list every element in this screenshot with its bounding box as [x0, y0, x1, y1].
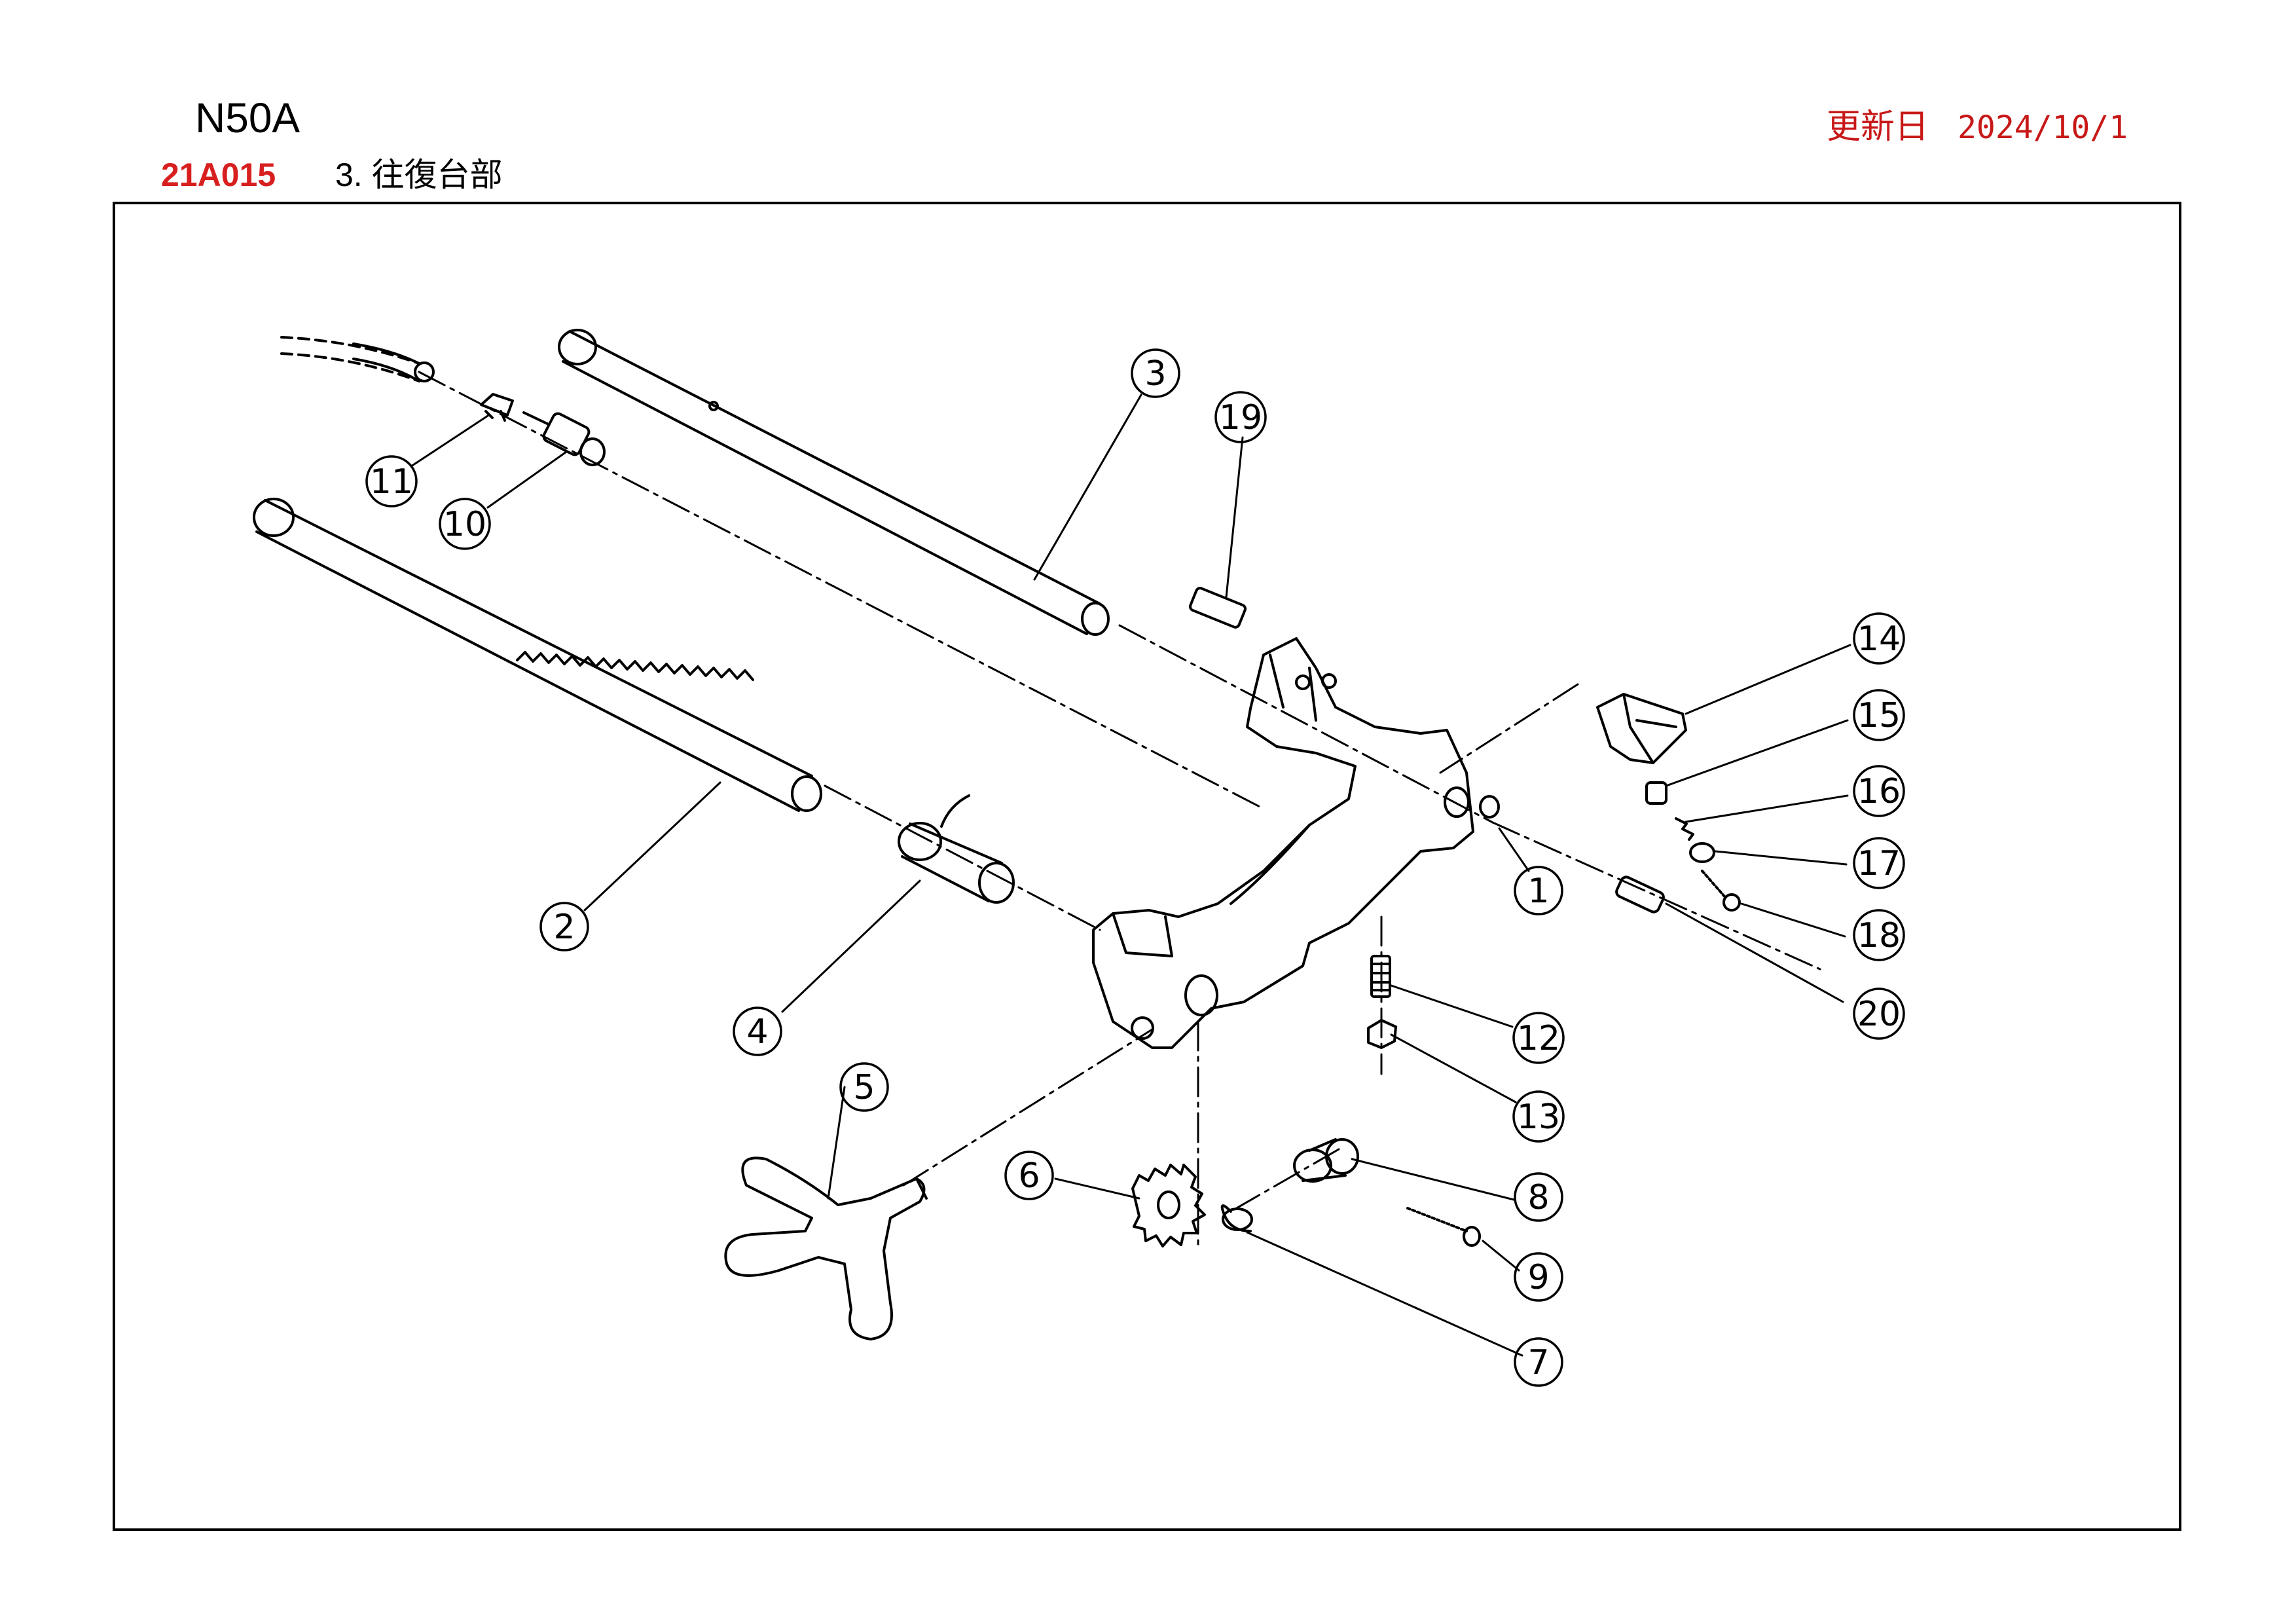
carriage — [1092, 637, 1500, 1049]
callout-3: 3 — [1131, 348, 1180, 398]
svg-text:14: 14 — [1857, 619, 1901, 659]
clamp-plate — [1596, 693, 1687, 764]
callouts: 1 2 3 4 5 6 7 8 9 10 11 12 13 14 15 16 1… — [365, 348, 1905, 1387]
stud-screw — [1188, 587, 1247, 629]
svg-text:5: 5 — [853, 1068, 875, 1107]
guide-rod — [558, 329, 1110, 636]
svg-text:16: 16 — [1857, 772, 1901, 811]
callout-2: 2 — [539, 902, 589, 951]
svg-text:15: 15 — [1857, 696, 1901, 735]
callout-12: 12 — [1512, 1012, 1565, 1064]
svg-text:19: 19 — [1219, 398, 1262, 437]
callout-6: 6 — [1004, 1151, 1054, 1200]
collar — [1293, 1138, 1359, 1183]
pin — [1615, 876, 1665, 913]
callout-7: 7 — [1514, 1337, 1563, 1387]
callout-9: 9 — [1514, 1252, 1563, 1302]
sleeve — [898, 794, 1015, 904]
callout-1: 1 — [1514, 866, 1563, 915]
updated-label: 更新日 — [1827, 108, 1929, 146]
svg-text:7: 7 — [1527, 1343, 1549, 1382]
update-info: 更新日 2024/10/1 — [1827, 110, 2128, 144]
svg-text:20: 20 — [1857, 995, 1901, 1034]
section-title: 3. 往復台部 — [335, 157, 503, 193]
callout-19: 19 — [1214, 391, 1267, 443]
callout-13: 13 — [1512, 1090, 1565, 1143]
svg-text:4: 4 — [746, 1012, 768, 1052]
set-screw — [1406, 1207, 1481, 1247]
callout-8: 8 — [1514, 1172, 1563, 1222]
hose-nipple — [522, 411, 606, 466]
diagram-frame — [113, 202, 2181, 1531]
c-washer — [1220, 1204, 1253, 1232]
callout-14: 14 — [1853, 612, 1905, 665]
star-handle — [724, 1156, 928, 1340]
updated-date: 2024/10/1 — [1958, 109, 2128, 146]
svg-text:10: 10 — [443, 505, 486, 544]
spacer — [1645, 781, 1667, 805]
svg-text:1: 1 — [1527, 872, 1549, 911]
svg-text:8: 8 — [1527, 1178, 1549, 1217]
callout-10: 10 — [439, 498, 491, 550]
callout-15: 15 — [1853, 689, 1905, 741]
callout-20: 20 — [1853, 987, 1905, 1040]
callout-18: 18 — [1853, 909, 1905, 961]
svg-text:11: 11 — [370, 462, 413, 502]
callout-17: 17 — [1853, 837, 1905, 889]
svg-text:12: 12 — [1517, 1019, 1560, 1058]
model-name: N50A — [195, 94, 301, 141]
callout-5: 5 — [839, 1062, 889, 1112]
stud-bolt — [1370, 955, 1391, 998]
svg-text:9: 9 — [1527, 1258, 1549, 1297]
bolt — [1701, 870, 1741, 912]
callout-16: 16 — [1853, 765, 1905, 817]
hose-clip — [480, 393, 514, 422]
callout-4: 4 — [733, 1006, 782, 1056]
pinion-gear — [1131, 1164, 1206, 1247]
rack-rod — [253, 498, 822, 812]
svg-text:6: 6 — [1018, 1156, 1040, 1196]
svg-text:17: 17 — [1857, 844, 1901, 883]
svg-text:18: 18 — [1857, 916, 1901, 955]
leader-lines — [410, 394, 1851, 1357]
hose — [280, 336, 435, 382]
svg-text:2: 2 — [553, 908, 575, 947]
svg-text:3: 3 — [1144, 354, 1166, 394]
svg-text:13: 13 — [1517, 1098, 1560, 1137]
center-lines — [418, 371, 1821, 1249]
callout-11: 11 — [365, 455, 418, 507]
hex-nut — [1367, 1019, 1397, 1049]
washer — [1689, 842, 1715, 863]
document-code: 21A015 — [161, 157, 276, 193]
spring — [1675, 817, 1694, 841]
